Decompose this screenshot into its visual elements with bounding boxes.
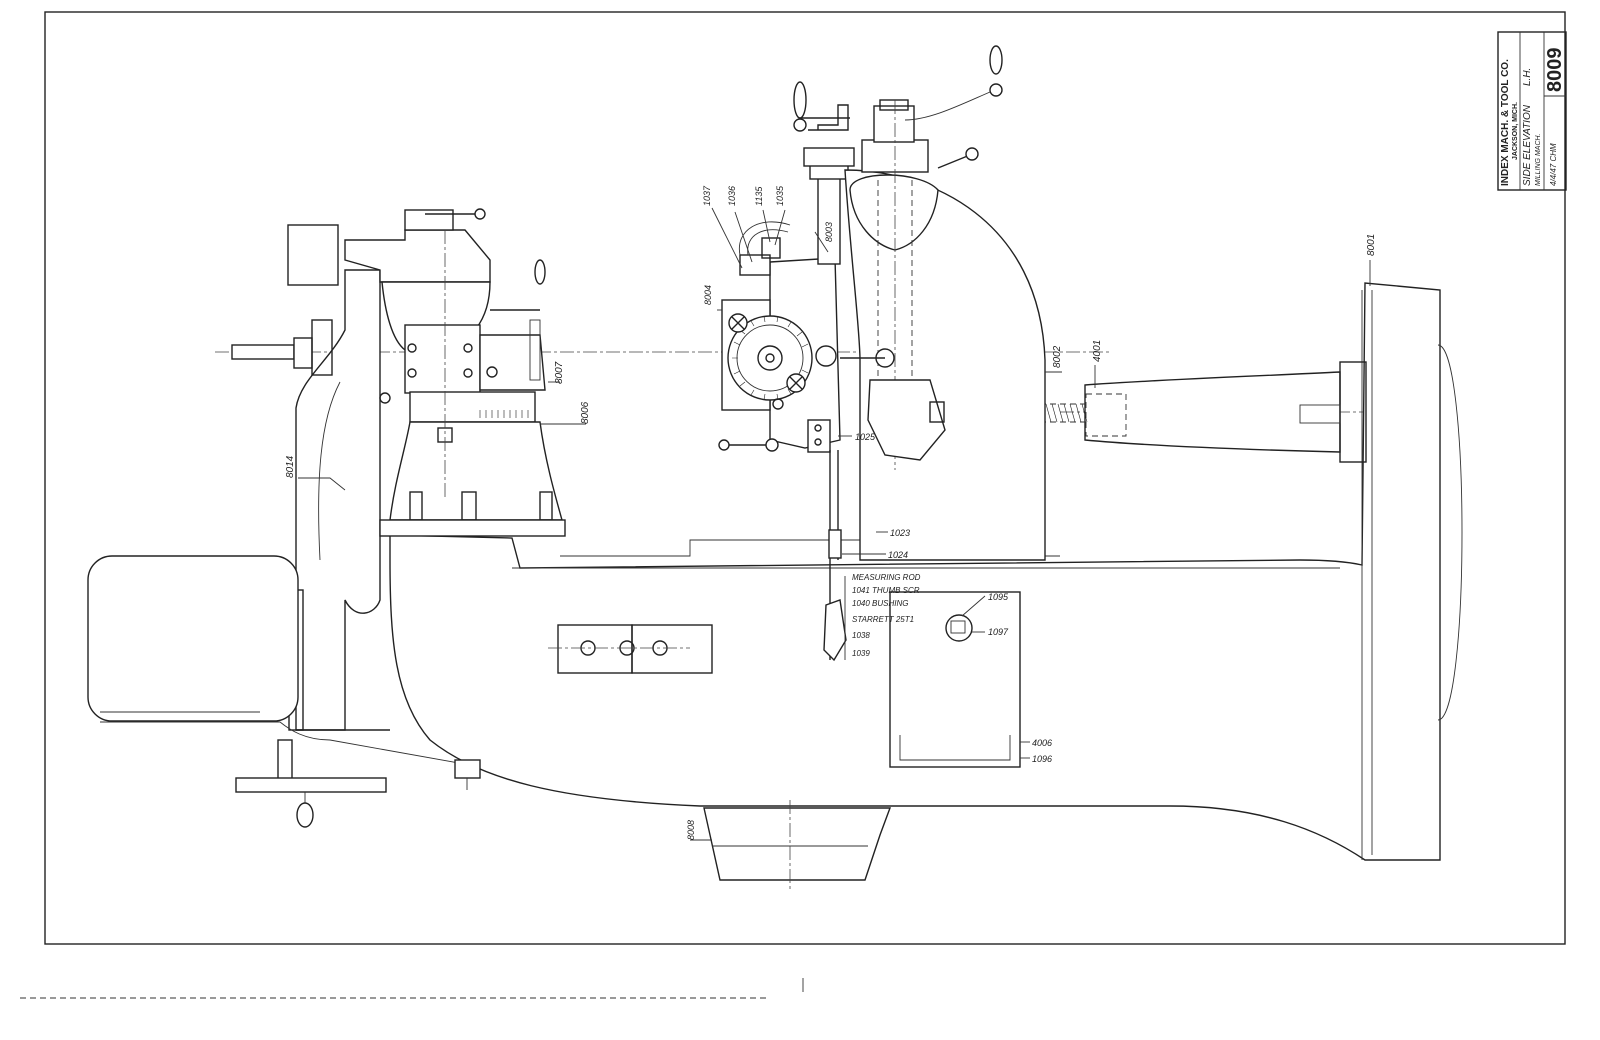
label-1097: 1097 <box>988 627 1009 637</box>
cabinet-door <box>889 591 1021 768</box>
label-1039: 1039 <box>852 649 870 658</box>
label-1038: 1038 <box>852 631 870 640</box>
drawing-border <box>44 11 1566 945</box>
label-1035: 1035 <box>775 185 785 206</box>
label-8002: 8002 <box>1052 345 1063 368</box>
label-1023: 1023 <box>890 528 910 538</box>
dividing-head <box>718 81 855 662</box>
company-name: INDEX MACH. & TOOL CO. <box>1500 59 1511 186</box>
leader-lines <box>298 207 1371 841</box>
title-block: INDEX MACH. & TOOL CO. JACKSON, MICH. SI… <box>1497 31 1567 191</box>
overarm-head <box>815 45 1046 561</box>
label-bushing: 1040 BUSHING <box>852 599 908 608</box>
label-1024: 1024 <box>888 550 908 560</box>
column <box>288 269 390 731</box>
label-4006: 4006 <box>1032 738 1052 748</box>
label-1135: 1135 <box>754 186 764 206</box>
drawing-title: SIDE ELEVATION <box>1522 104 1533 186</box>
label-8007: 8007 <box>554 361 565 384</box>
label-1037: 1037 <box>702 185 712 206</box>
drawing-number: 8009 <box>1544 48 1566 93</box>
callout-labels: 8014 8007 8006 1037 1036 1135 1035 8003 … <box>285 185 1377 840</box>
left-head <box>231 208 566 537</box>
label-8008: 8008 <box>686 820 696 840</box>
label-4001: 4001 <box>1092 340 1103 362</box>
label-8006: 8006 <box>580 401 591 424</box>
label-8014: 8014 <box>285 455 296 478</box>
label-starrett: STARRETT 25T1 <box>852 615 914 624</box>
label-1036: 1036 <box>727 186 737 206</box>
view-code: L.H. <box>1522 68 1533 86</box>
machine-base <box>389 282 1463 890</box>
drawing-subtitle: MILLING MACH. <box>1535 133 1542 186</box>
motor <box>87 555 471 766</box>
label-8001: 8001 <box>1366 234 1377 256</box>
label-thumb-screw: 1041 THUMB SCR <box>852 586 920 595</box>
lower-handwheel <box>235 739 481 828</box>
label-1095: 1095 <box>988 592 1009 602</box>
label-measuring-rod: MEASURING ROD <box>852 573 921 582</box>
label-8004: 8004 <box>703 285 713 305</box>
nameplate <box>548 624 713 674</box>
label-8003: 8003 <box>824 222 834 242</box>
label-1025: 1025 <box>855 432 876 442</box>
company-city: JACKSON, MICH. <box>1512 102 1519 160</box>
label-1096: 1096 <box>1032 754 1052 764</box>
date-drawn: 4/4/47 CHM <box>1549 143 1558 186</box>
